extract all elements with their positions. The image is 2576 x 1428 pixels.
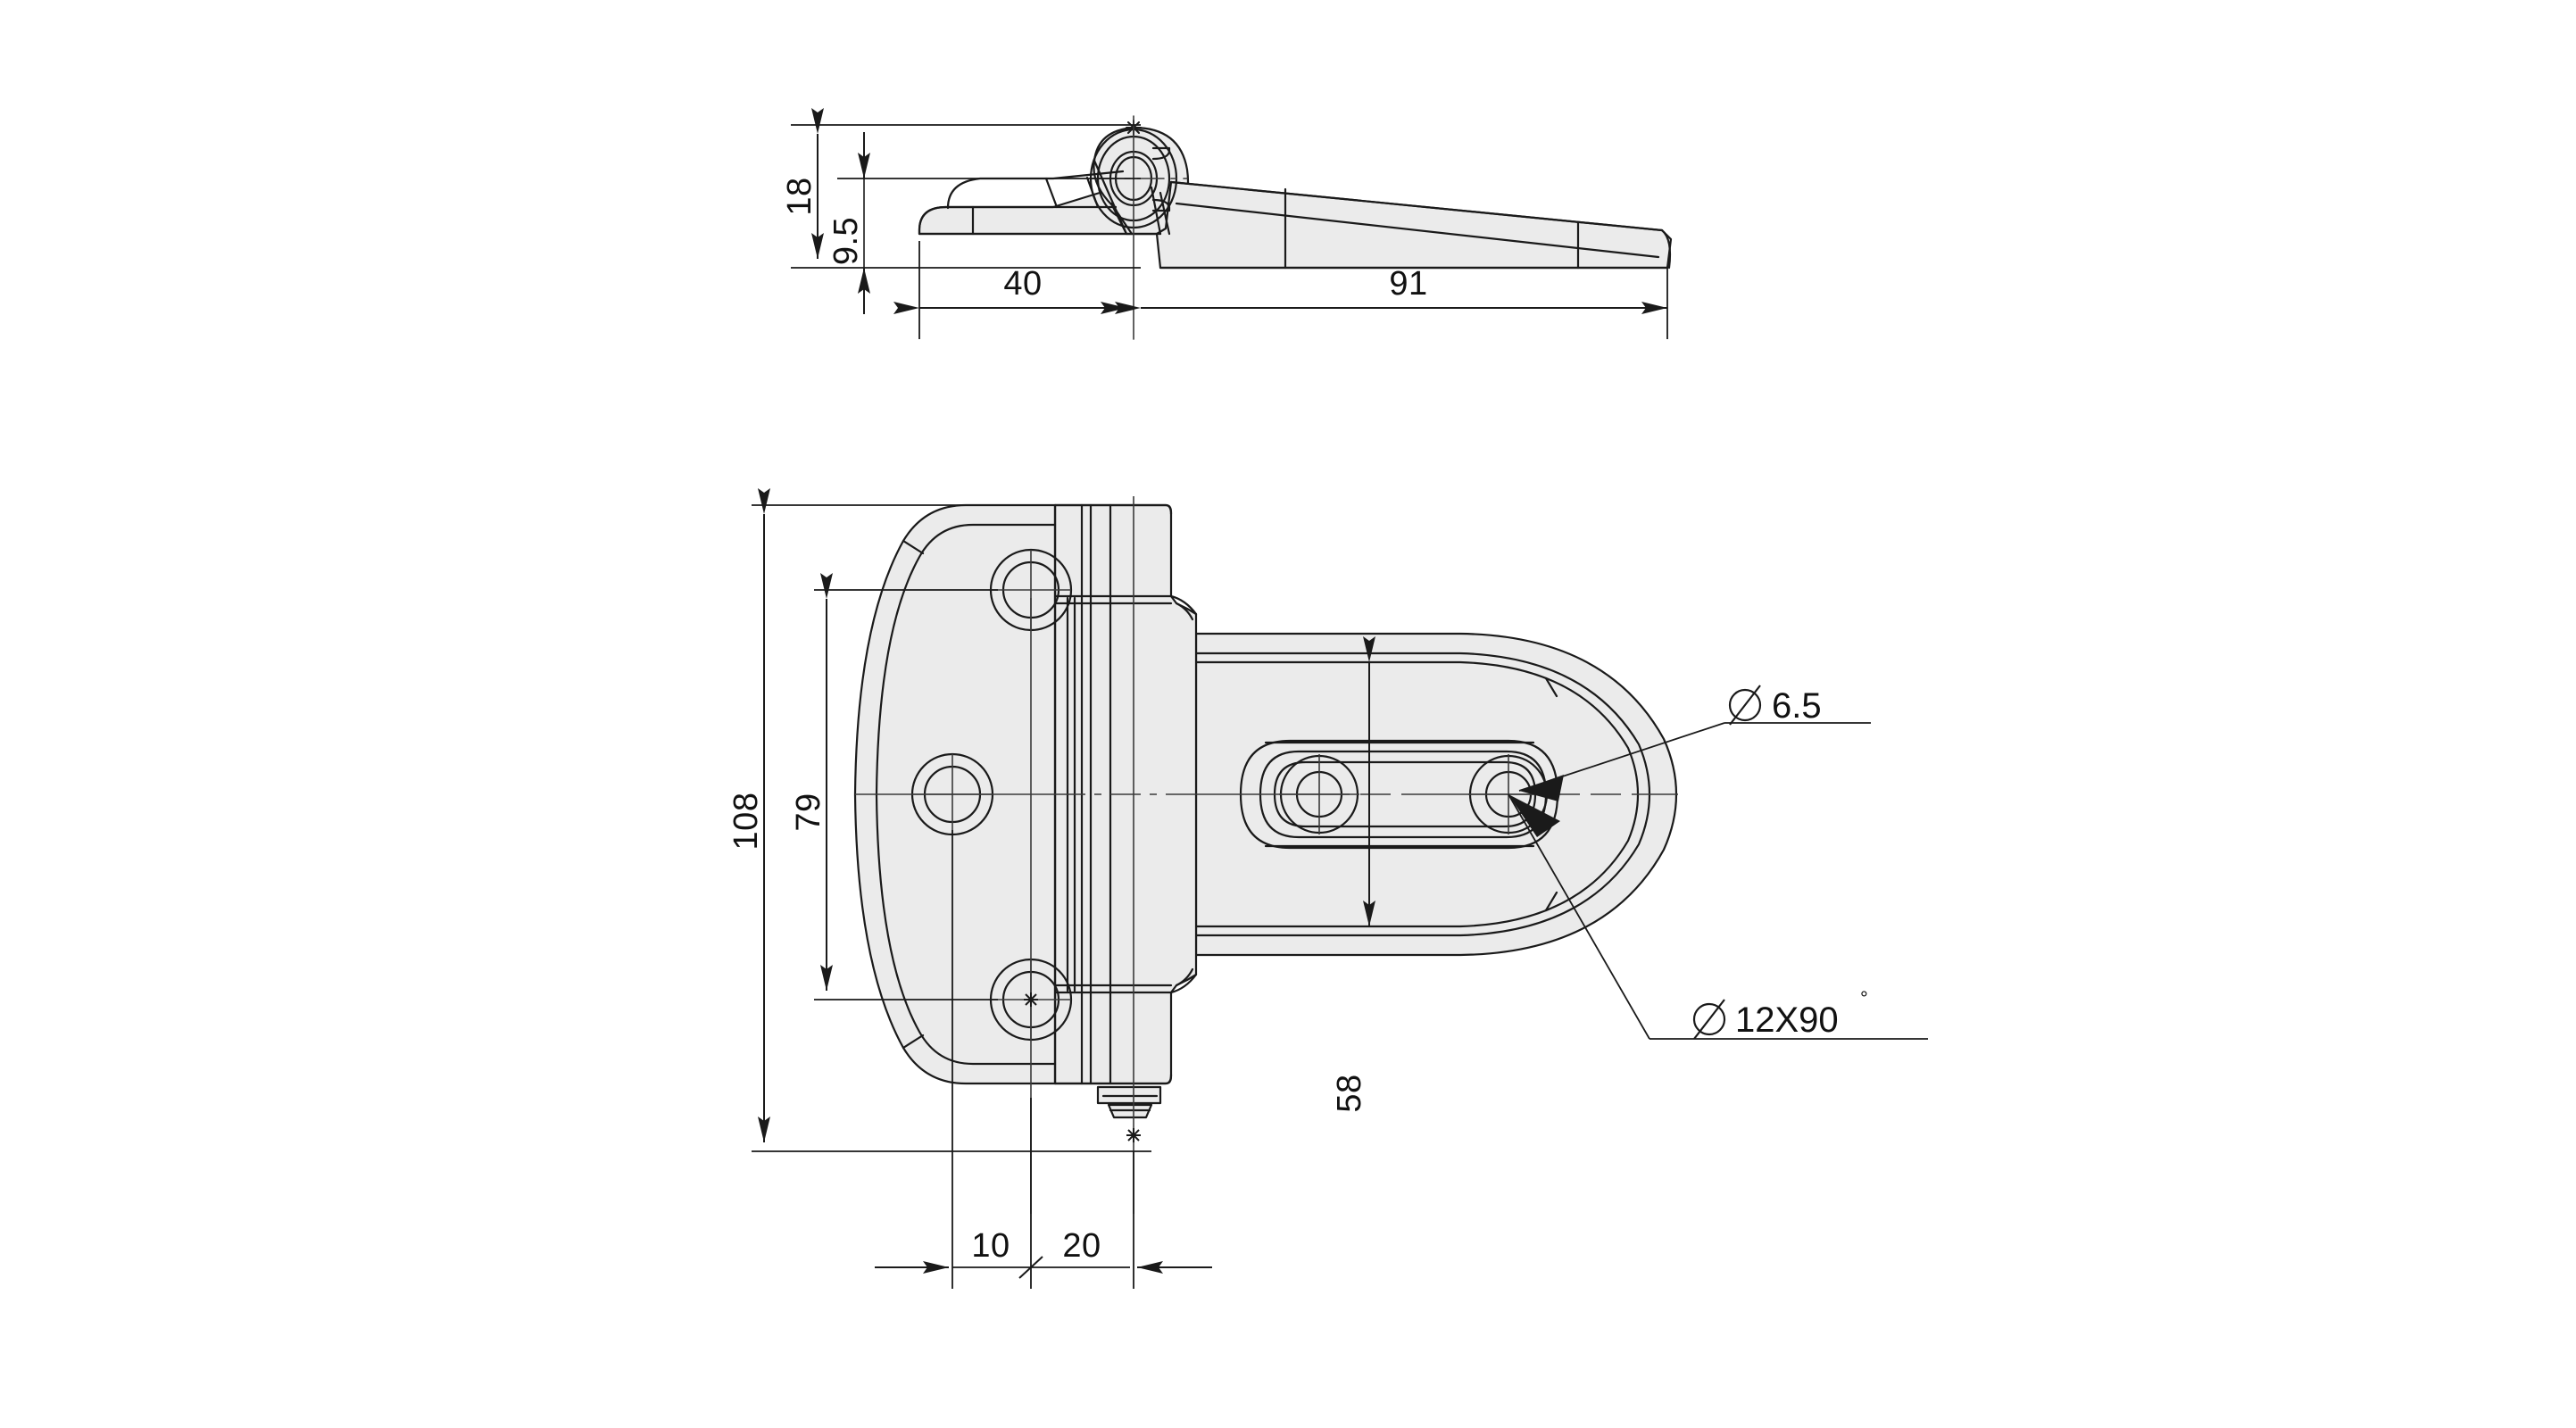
dim-10-text: 10 <box>971 1227 1010 1265</box>
plan-center-marks <box>1024 992 1141 1142</box>
dim-40-text: 40 <box>1003 265 1042 303</box>
dim-58-text: 58 <box>1331 1074 1368 1112</box>
callout-dia-6-5-text: 6.5 <box>1772 686 1822 726</box>
dim-9-5-text: 9.5 <box>827 217 865 265</box>
center-mark-bottom-hole <box>1024 992 1038 1007</box>
diameter-symbol-6-5 <box>1728 685 1762 726</box>
dim-79-text: 79 <box>790 793 827 831</box>
side-right-leaf-detail <box>1159 180 1672 270</box>
diameter-symbol-12x90 <box>1692 999 1726 1040</box>
dim-91-text: 91 <box>1389 265 1427 303</box>
center-mark-pin <box>1126 1128 1141 1142</box>
callout-degree-symbol: ° <box>1860 987 1868 1009</box>
plan-view-dimensions <box>752 488 1398 1289</box>
plan-hinge-pin-head <box>1096 1085 1162 1119</box>
callout-dia-12x90-text: 12X90 <box>1735 1000 1839 1040</box>
callout-dia-12x90-leader <box>1508 793 1928 1040</box>
dim-108-text: 108 <box>727 793 765 851</box>
dim-18-text: 18 <box>781 177 819 215</box>
side-elevation-view <box>918 115 1673 340</box>
callout-dia-6-5-leader <box>1518 722 1871 801</box>
side-view-dimensions <box>791 108 1668 339</box>
dim-20-text: 20 <box>1062 1227 1101 1265</box>
